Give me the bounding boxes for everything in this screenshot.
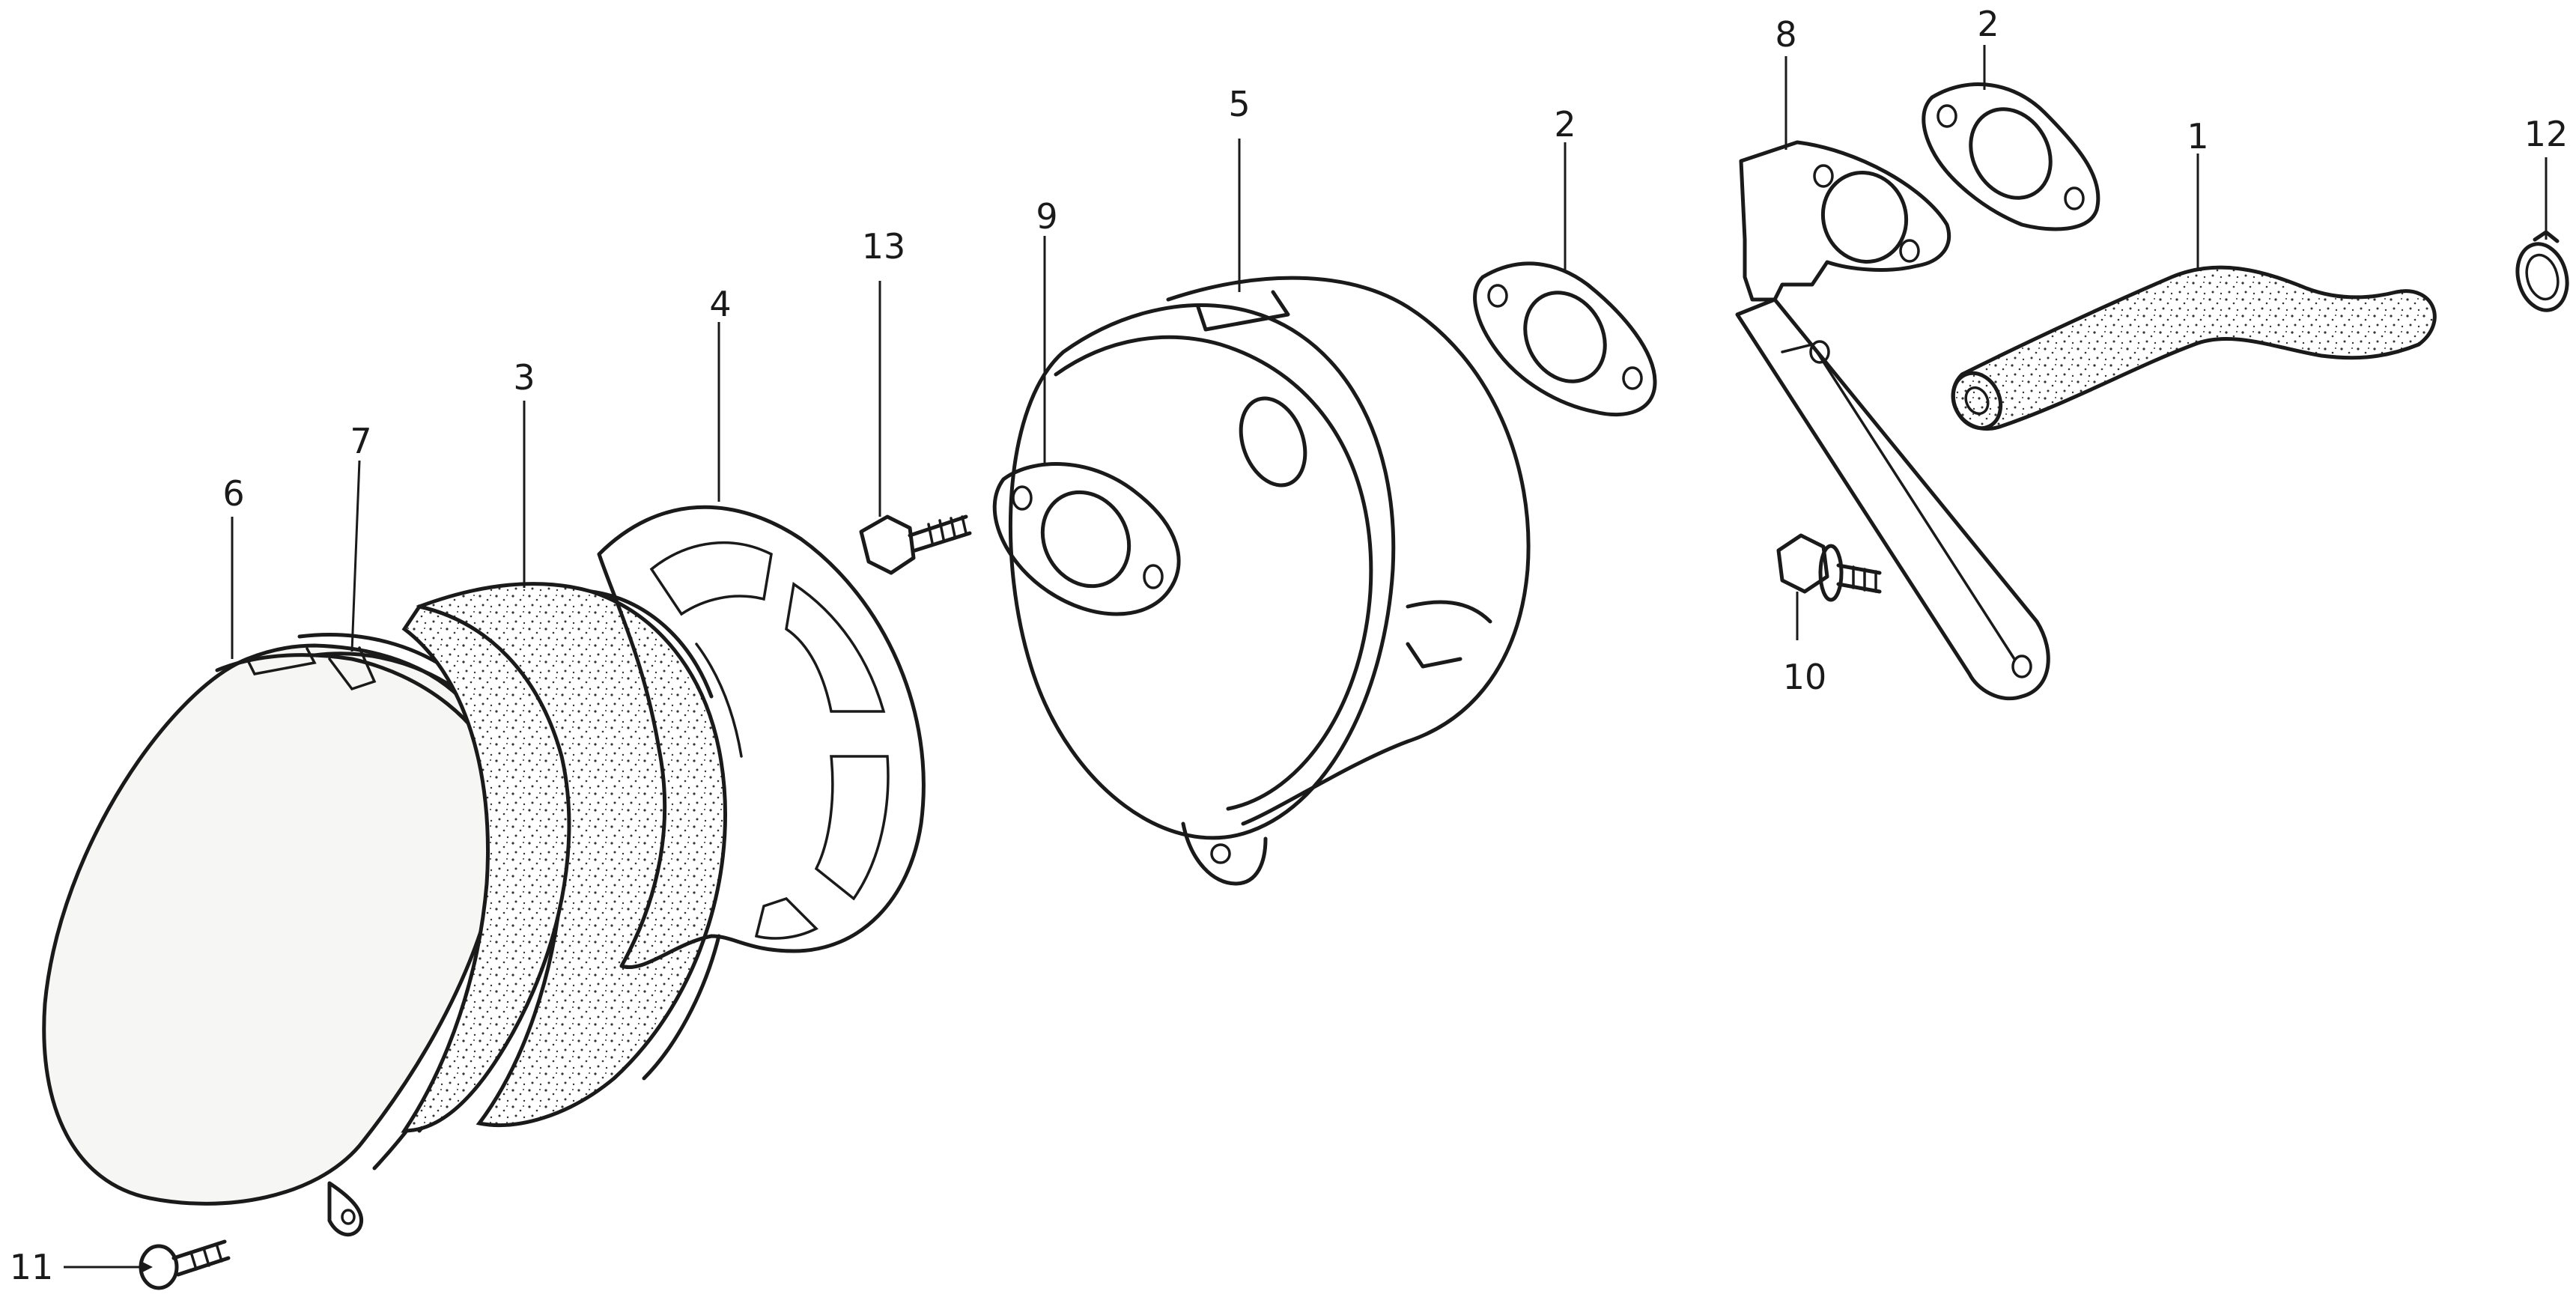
element-grid — [597, 505, 926, 970]
callout-11: 11 — [10, 1247, 54, 1287]
breather-tube — [1951, 265, 2437, 431]
callout-7: 7 — [350, 421, 371, 461]
screw-11 — [139, 1239, 231, 1290]
bracket-8 — [1735, 140, 2050, 701]
gasket-2-middle — [1473, 261, 1657, 417]
callout-6: 6 — [222, 473, 244, 514]
arrowhead-11 — [141, 1261, 153, 1273]
callout-2-middle: 2 — [1554, 104, 1576, 145]
bolt-13 — [859, 514, 972, 575]
leader-lines — [64, 45, 2548, 1273]
callout-9: 9 — [1036, 196, 1057, 237]
bolt-10 — [1776, 533, 1882, 602]
callout-1: 1 — [2187, 116, 2208, 157]
callout-13: 13 — [862, 226, 906, 267]
clip-12 — [2515, 230, 2569, 312]
callout-4: 4 — [709, 284, 731, 324]
callout-labels: 1 2 2 3 4 5 6 7 8 9 10 11 12 13 — [10, 4, 2569, 1287]
air-cleaner-case — [1008, 276, 1531, 886]
gasket-2-top — [1922, 82, 2100, 231]
callout-3: 3 — [513, 357, 535, 398]
gasket-9 — [992, 462, 1181, 616]
callout-8: 8 — [1775, 14, 1796, 55]
foam-element — [401, 582, 727, 1133]
callout-2-top: 2 — [1977, 4, 1999, 44]
callout-5: 5 — [1228, 84, 1250, 124]
air-cleaner-cover — [42, 643, 517, 1237]
callout-12: 12 — [2524, 114, 2569, 154]
callout-10: 10 — [1783, 657, 1827, 697]
